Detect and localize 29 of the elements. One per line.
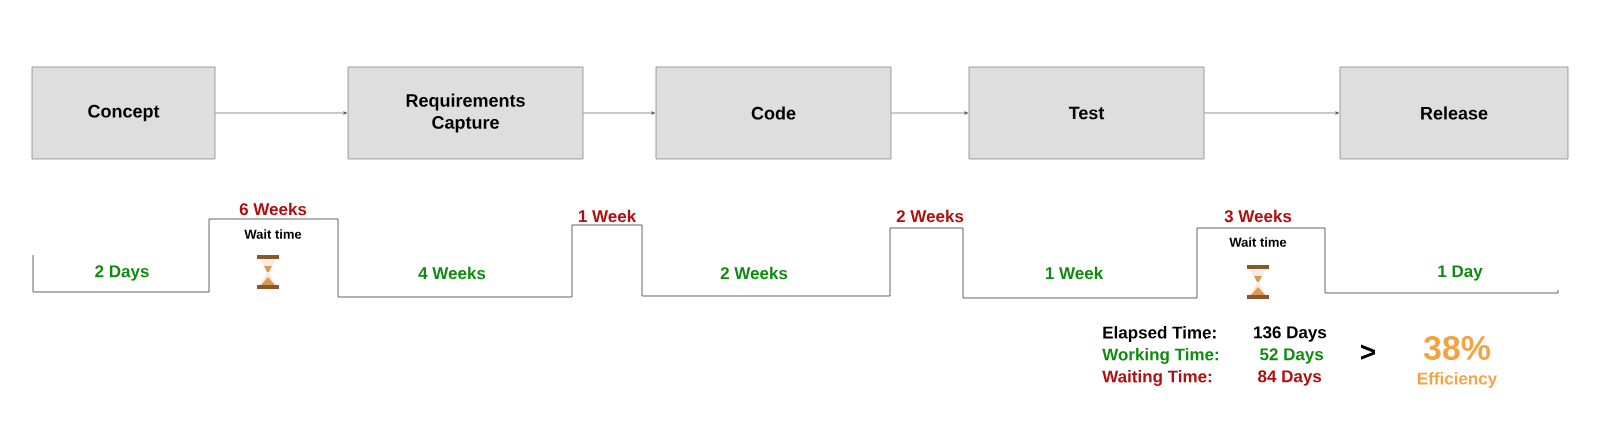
arrow	[891, 111, 969, 115]
duration-label: 6 Weeks	[239, 202, 307, 216]
stat-value: 136 Days	[1254, 326, 1327, 342]
process-box: Concept	[31, 66, 216, 160]
greater-than-sign: >	[1361, 344, 1376, 360]
stat-label: Elapsed Time:	[1103, 326, 1216, 342]
stat-value: 84 Days	[1258, 370, 1322, 386]
duration-label: 2 Weeks	[720, 266, 788, 280]
stat-value: 52 Days	[1260, 348, 1324, 364]
arrow	[215, 111, 348, 115]
process-box: Release	[1339, 66, 1569, 160]
duration-label: 1 Week	[1045, 266, 1104, 280]
wait-label: Wait time	[1229, 237, 1287, 247]
process-box: Test	[968, 66, 1205, 160]
stat-label: Working Time:	[1102, 348, 1219, 364]
duration-label: 1 Week	[578, 209, 637, 223]
stat-label: Waiting Time:	[1102, 370, 1212, 386]
duration-label: 2 Weeks	[896, 209, 964, 223]
duration-label: 1 Day	[1438, 265, 1483, 281]
duration-label: 3 Weeks	[1224, 209, 1292, 223]
duration-label: 4 Weeks	[418, 266, 486, 280]
wait-label: Wait time	[244, 229, 302, 239]
process-box: Requirements Capture	[347, 66, 584, 160]
efficiency-label: Efficiency	[1418, 372, 1498, 388]
efficiency-value: 38%	[1423, 335, 1491, 361]
process-box: Code	[655, 66, 892, 160]
duration-label: 2 Days	[95, 265, 149, 281]
arrow	[1204, 111, 1340, 115]
arrow	[583, 111, 656, 115]
